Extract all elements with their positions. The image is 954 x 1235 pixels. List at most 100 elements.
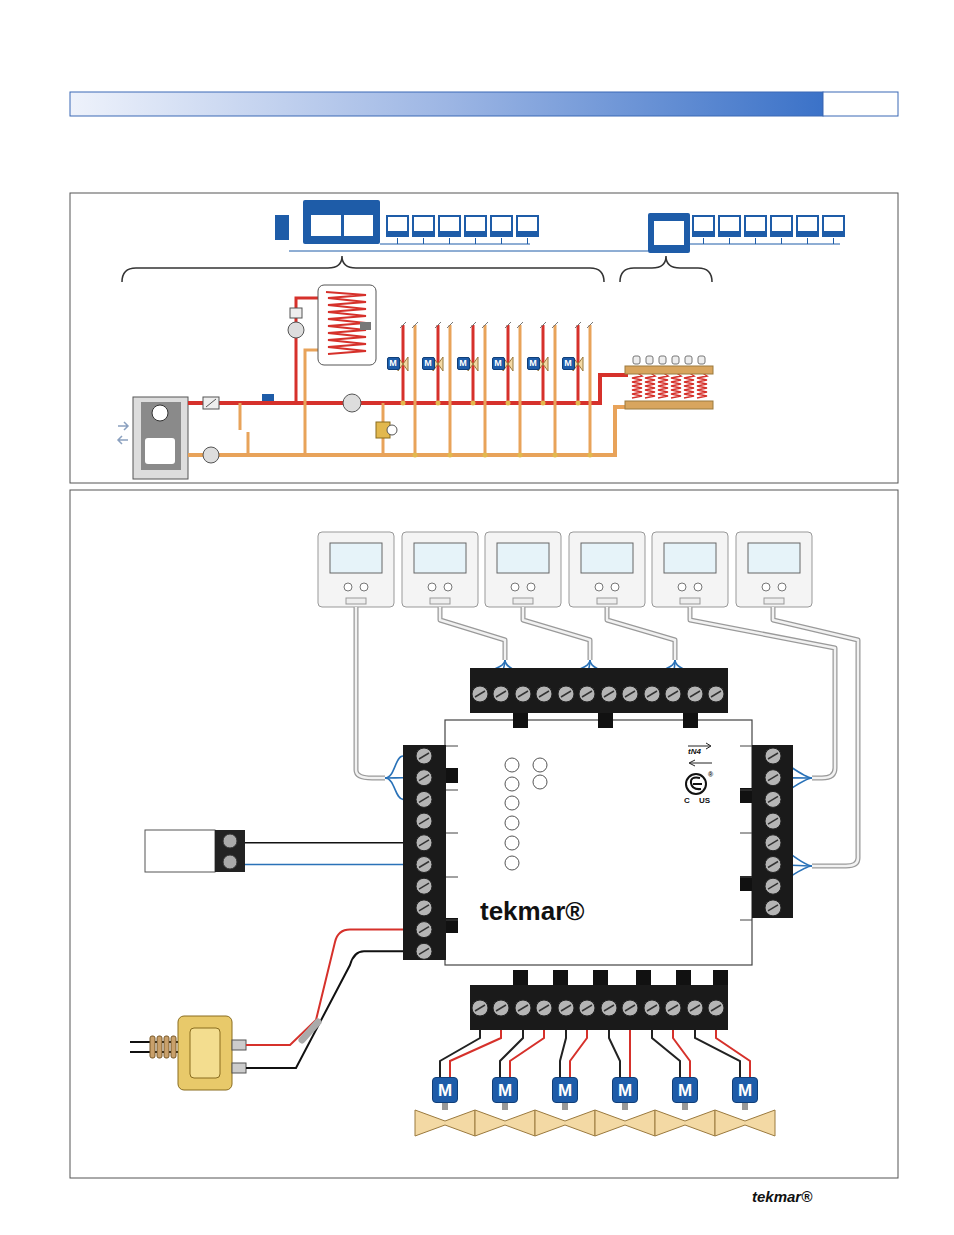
zone-return: [449, 325, 452, 455]
terminal-tab: [553, 970, 568, 985]
screw-slot: [419, 775, 429, 781]
terminal-screw: [687, 1000, 703, 1016]
led-indicator: [505, 777, 519, 791]
thermostat-icon-base: [413, 231, 434, 237]
manifold-actuator: [685, 356, 692, 364]
screw-slot: [419, 948, 429, 954]
terminal-screw: [665, 686, 681, 702]
tee: [436, 401, 441, 406]
terminal-screw: [416, 813, 432, 829]
terminal-screw: [579, 1000, 595, 1016]
terminal-screw: [558, 1000, 574, 1016]
thermostat-icon: [719, 216, 740, 236]
terminal-screw: [493, 686, 509, 702]
cable-core: [440, 607, 505, 660]
terminal-screw: [687, 686, 703, 702]
wire: [570, 1030, 587, 1077]
terminal-screw: [416, 748, 432, 764]
terminal-screw: [644, 686, 660, 702]
zone-valve: [573, 357, 583, 371]
network-line: [527, 238, 528, 244]
screw-slot: [768, 775, 778, 781]
led-indicator: [505, 758, 519, 772]
tee: [448, 453, 453, 458]
screw-slot: [475, 691, 485, 697]
controller-text: tekmar®: [480, 898, 584, 924]
thermostat-icon-base: [439, 231, 460, 237]
wire: [245, 864, 403, 866]
tee: [541, 401, 546, 406]
terminal-screw: [416, 770, 432, 786]
thermostat-icon: [771, 216, 792, 236]
wire: [440, 1030, 480, 1077]
screw-slot: [768, 753, 778, 759]
terminal-screw: [416, 857, 432, 873]
terminal-screw: [708, 686, 724, 702]
thermostat-screen: [497, 543, 549, 573]
primary-tee: [240, 403, 248, 455]
actuator-neck: [622, 1102, 628, 1110]
terminal-screw: [416, 791, 432, 807]
screw-slot: [625, 1005, 635, 1011]
wire: [629, 1030, 631, 1077]
network-bus: [289, 251, 648, 252]
manifold-actuator: [672, 356, 679, 364]
thermostat-icon: [823, 216, 844, 236]
actuator-box: M: [387, 357, 400, 370]
network-module: [648, 213, 690, 253]
signal-wire: [385, 756, 403, 778]
terminal-tab: [713, 970, 728, 985]
tee: [576, 401, 581, 406]
screw-slot: [518, 691, 528, 697]
thermostat-tab: [680, 598, 700, 604]
terminal-screw: [622, 686, 638, 702]
thermostat-icon-base: [745, 231, 766, 237]
actuator-label: M: [424, 359, 432, 368]
actuator-label: M: [438, 1082, 452, 1099]
network-line: [449, 238, 450, 244]
wire: [510, 1030, 544, 1077]
cable: [440, 607, 505, 660]
pipe-break: [435, 322, 453, 328]
external-device: [145, 830, 215, 872]
thermostat-tab: [597, 598, 617, 604]
network-line: [703, 238, 704, 244]
tee: [518, 453, 523, 458]
network-line: [475, 238, 476, 244]
certification-mark: ®: [708, 771, 713, 778]
terminal-screw: [601, 1000, 617, 1016]
wire-nut: [302, 1022, 318, 1040]
radiant-loop: [671, 372, 681, 398]
thermostat-button: [762, 583, 770, 591]
transformer: [178, 1016, 232, 1090]
terminal-screw: [708, 1000, 724, 1016]
actuator-neck: [562, 1102, 568, 1110]
terminal-screw: [472, 686, 488, 702]
controller-body: [445, 720, 752, 965]
screw-slot: [419, 927, 429, 933]
actuator-label: M: [738, 1082, 752, 1099]
manifold-actuator: [698, 356, 705, 364]
certification-mark: C: [684, 797, 690, 805]
actuator-label: M: [618, 1082, 632, 1099]
thermostat-button: [678, 583, 686, 591]
supply-pipe: [188, 375, 628, 403]
transformer-thread: [157, 1036, 162, 1058]
thermostat-icon: [745, 216, 766, 236]
pipe-break: [575, 322, 593, 328]
valve-body: [535, 1110, 595, 1136]
actuator-wire: [609, 1030, 630, 1077]
thermostat-icon: [387, 216, 408, 236]
network-controller-face: [344, 215, 373, 236]
screw-slot: [768, 905, 778, 911]
air-arrows: [118, 422, 128, 444]
tee: [413, 453, 418, 458]
thermostat: [485, 532, 561, 607]
thermostat-button: [694, 583, 702, 591]
wire: [695, 1030, 740, 1077]
terminal-screw: [665, 1000, 681, 1016]
screw-slot: [604, 1005, 614, 1011]
terminal-tab: [740, 876, 752, 891]
radiant-loop: [645, 372, 655, 398]
thermostat: [736, 532, 812, 607]
